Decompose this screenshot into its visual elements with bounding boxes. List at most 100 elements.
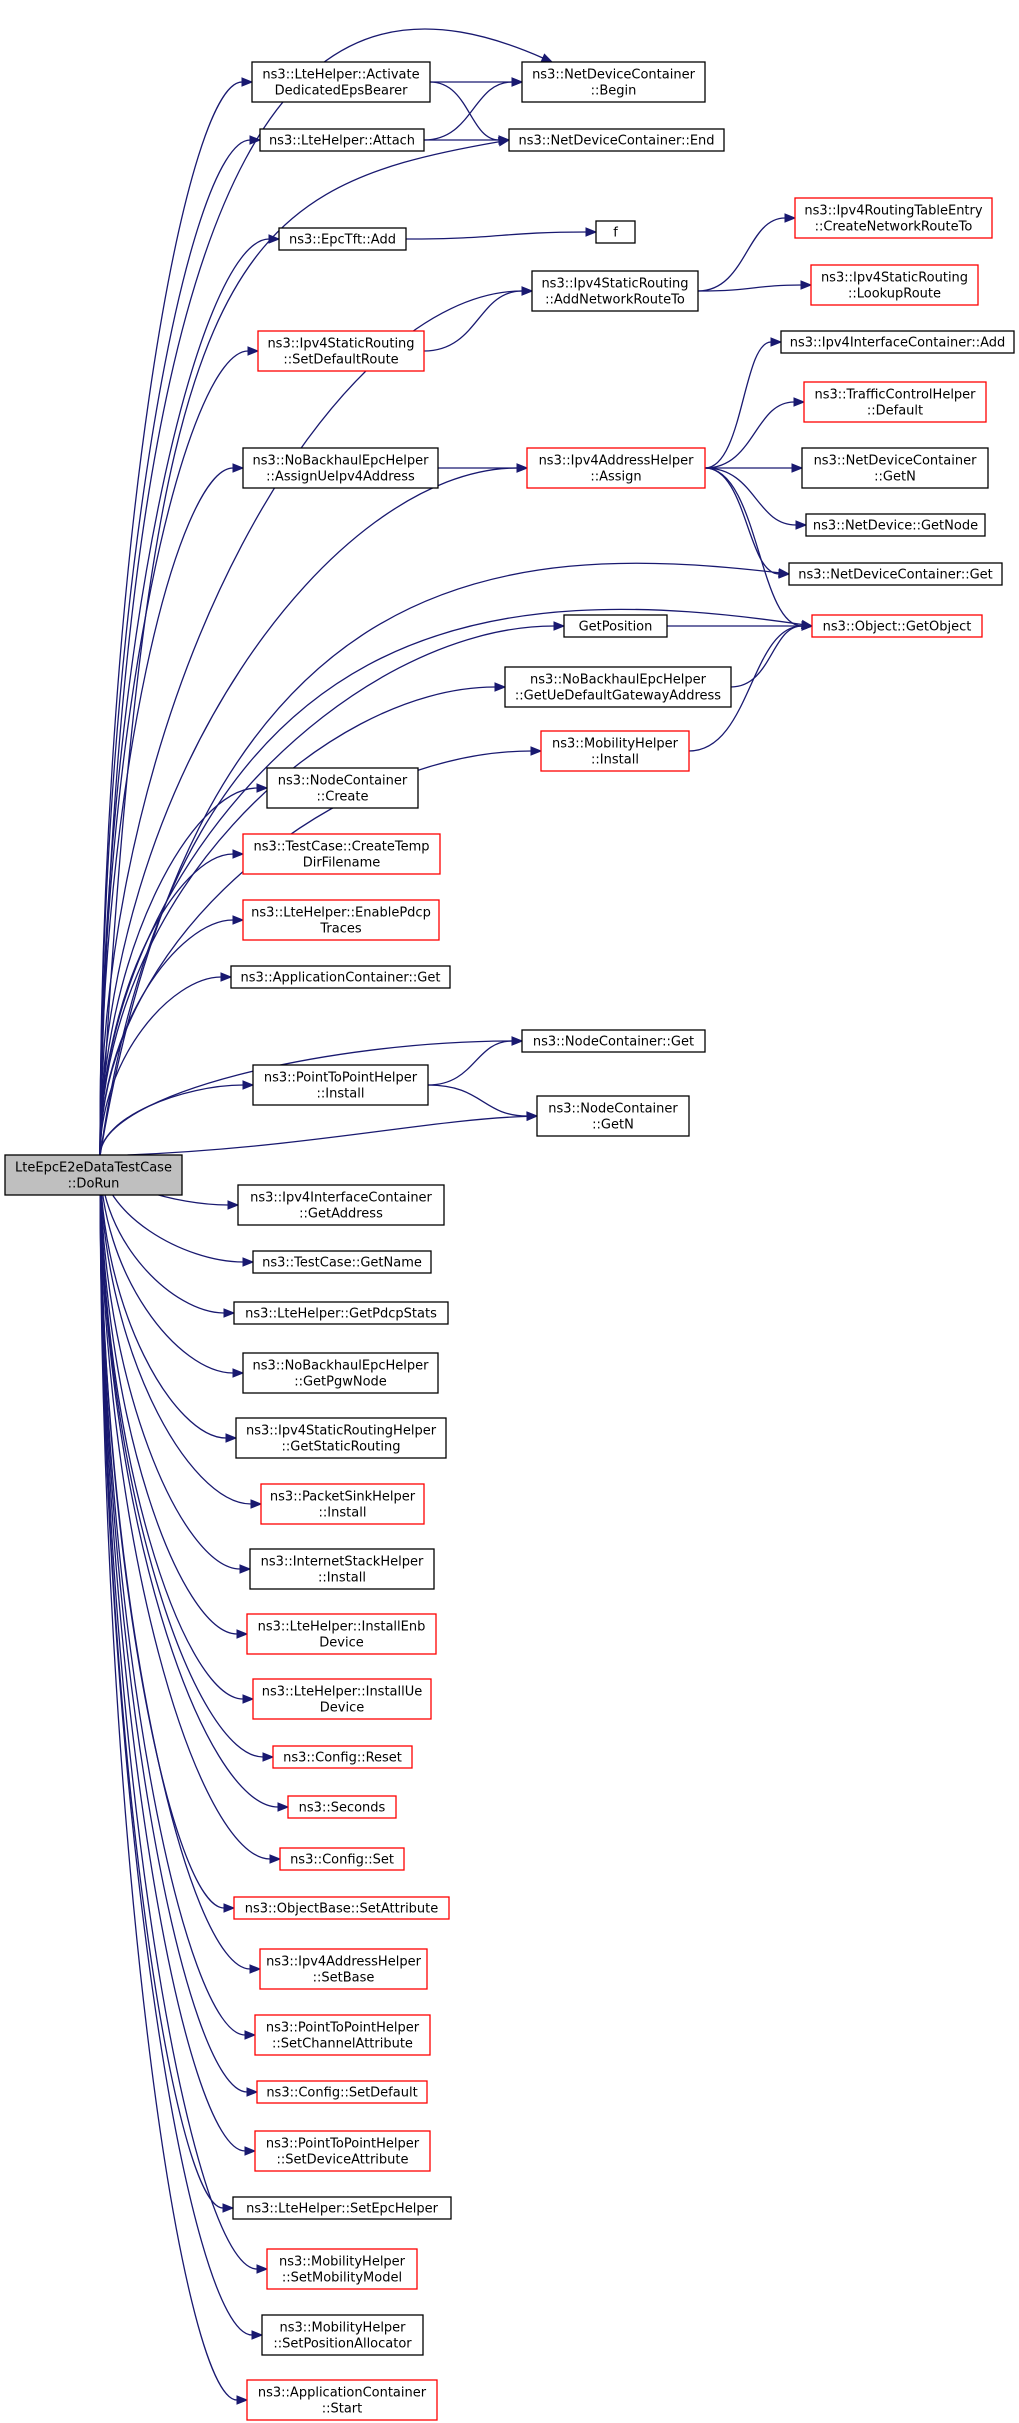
node-n-isr-add[interactable]: ns3::Ipv4StaticRouting::AddNetworkRouteT… [531, 270, 699, 312]
node-label: ns3::LteHelper::Attach [269, 134, 415, 149]
node-label: DirFilename [303, 856, 381, 871]
node-box [254, 2130, 431, 2172]
node-n-psh-install[interactable]: ns3::PacketSinkHelper::Install [260, 1483, 425, 1525]
node-n-attach[interactable]: ns3::LteHelper::Attach [259, 128, 425, 152]
node-label: ::GetStaticRouting [282, 1440, 401, 1455]
node-box [246, 2379, 438, 2421]
node-n-obj-getobject[interactable]: ns3::Object::GetObject [811, 614, 983, 638]
node-box [810, 264, 979, 306]
node-n-seconds[interactable]: ns3::Seconds [287, 1795, 397, 1819]
edge-root-n_ish_install [99, 1155, 252, 1574]
edge-root-n_p2p_dev [99, 1155, 257, 2156]
node-n-ob-setattr[interactable]: ns3::ObjectBase::SetAttribute [233, 1896, 450, 1920]
node-label: ::Install [318, 1571, 366, 1586]
node-n-nc-get[interactable]: ns3::NodeContainer::Get [521, 1029, 706, 1053]
node-n-epctft-add[interactable]: ns3::EpcTft::Add [278, 227, 407, 251]
edge-gw-getobject [730, 621, 814, 688]
node-box [233, 1301, 449, 1325]
node-n-isr-lookup[interactable]: ns3::Ipv4StaticRouting::LookupRoute [810, 264, 979, 306]
node-label: DedicatedEpsBearer [275, 84, 409, 99]
node-n-iah-assign[interactable]: ns3::Ipv4AddressHelper::Assign [526, 447, 706, 489]
node-label: Device [320, 1701, 364, 1716]
edge-root-n_ac_get [99, 972, 233, 1157]
node-n-isr-default[interactable]: ns3::Ipv4StaticRouting::SetDefaultRoute [257, 330, 425, 372]
node-n-nc-create[interactable]: ns3::NodeContainer::Create [266, 767, 419, 809]
node-n-iic-add[interactable]: ns3::Ipv4InterfaceContainer::Add [780, 330, 1015, 354]
node-n-ac-start[interactable]: ns3::ApplicationContainer::Start [246, 2379, 438, 2421]
node-n-ndc-get[interactable]: ns3::NetDeviceContainer::Get [788, 562, 1003, 586]
edge-assign-getobject [704, 467, 814, 631]
node-n-p2p-install[interactable]: ns3::PointToPointHelper::Install [252, 1064, 429, 1106]
node-box [232, 2196, 452, 2220]
node-n-lh-pdcpstats[interactable]: ns3::LteHelper::GetPdcpStats [233, 1301, 449, 1325]
node-label: ::Assign [590, 470, 641, 485]
node-label: ns3::ApplicationContainer [258, 2386, 427, 2401]
node-n-f[interactable]: f [595, 220, 636, 244]
node-n-ish-install[interactable]: ns3::InternetStackHelper::Install [249, 1548, 435, 1590]
node-n-rte-create[interactable]: ns3::Ipv4RoutingTableEntry::CreateNetwor… [794, 197, 993, 239]
edge-epctft-f [405, 227, 598, 240]
node-n-nbeh-pgw[interactable]: ns3::NoBackhaulEpcHelper::GetPgwNode [242, 1352, 439, 1394]
node-n-ndc-begin[interactable]: ns3::NetDeviceContainer::Begin [521, 61, 706, 103]
node-n-nd-getnode[interactable]: ns3::NetDevice::GetNode [805, 513, 986, 537]
node-box [259, 128, 425, 152]
node-n-activate[interactable]: ns3::LteHelper::ActivateDedicatedEpsBear… [251, 61, 431, 103]
node-n-getposition[interactable]: GetPosition [563, 614, 668, 638]
node-label: ns3::NetDeviceContainer::Get [798, 568, 993, 583]
node-label: ns3::Object::GetObject [823, 620, 972, 635]
node-box [252, 1678, 432, 1720]
node-label: ns3::TestCase::CreateTemp [253, 840, 429, 855]
edge-root-n_p2p_chan [99, 1155, 257, 2040]
node-n-ndc-end[interactable]: ns3::NetDeviceContainer::End [508, 128, 725, 152]
node-label: ns3::MobilityHelper [279, 2321, 406, 2336]
node-box [287, 1795, 397, 1819]
node-n-cfg-reset[interactable]: ns3::Config::Reset [272, 1745, 413, 1769]
node-root[interactable]: LteEpcE2eDataTestCase::DoRun [4, 1154, 183, 1196]
node-n-cfg-setdefault[interactable]: ns3::Config::SetDefault [256, 2080, 428, 2104]
node-label: ::SetPositionAllocator [273, 2337, 412, 2352]
node-n-tch-default[interactable]: ns3::TrafficControlHelper::Default [803, 381, 987, 423]
node-box [595, 220, 636, 244]
node-n-ac-get[interactable]: ns3::ApplicationContainer::Get [230, 965, 451, 989]
edge-root-n_getposition [99, 621, 566, 1157]
node-n-iah-setbase[interactable]: ns3::Ipv4AddressHelper::SetBase [259, 1948, 428, 1990]
node-n-iic-getaddr[interactable]: ns3::Ipv4InterfaceContainer::GetAddress [237, 1184, 445, 1226]
node-box [508, 128, 725, 152]
edge-p2p-ncgetn [427, 1084, 539, 1121]
node-label: ::GetUeDefaultGatewayAddress [515, 689, 721, 704]
node-label: ns3::NodeContainer [548, 1102, 678, 1117]
node-n-lh-setepc[interactable]: ns3::LteHelper::SetEpcHelper [232, 2196, 452, 2220]
node-box [230, 965, 451, 989]
node-label: ::SetChannelAttribute [272, 2037, 413, 2052]
node-label: ns3::PointToPointHelper [266, 2137, 420, 2152]
edge-root-n_mh_setmodel [99, 1155, 269, 2274]
node-label: ns3::LteHelper::InstallUe [262, 1685, 423, 1700]
edge-root-n_nc_getn [99, 1111, 539, 1157]
node-box [235, 1417, 447, 1459]
node-label: ns3::NetDeviceContainer [532, 68, 696, 83]
node-n-isrh-get[interactable]: ns3::Ipv4StaticRoutingHelper::GetStaticR… [235, 1417, 447, 1459]
node-n-mh-setmodel[interactable]: ns3::MobilityHelper::SetMobilityModel [266, 2248, 418, 2290]
node-n-cfg-set[interactable]: ns3::Config::Set [279, 1847, 405, 1871]
node-n-nc-getn[interactable]: ns3::NodeContainer::GetN [536, 1095, 690, 1137]
edge-p2p-ncget [427, 1036, 524, 1086]
node-label: ::GetPgwNode [294, 1375, 387, 1390]
node-n-mh-install[interactable]: ns3::MobilityHelper::Install [540, 730, 690, 772]
node-label: ns3::Config::Reset [283, 1751, 402, 1766]
node-n-mh-setpos[interactable]: ns3::MobilityHelper::SetPositionAllocato… [261, 2314, 424, 2356]
node-n-ndc-getn[interactable]: ns3::NetDeviceContainer::GetN [801, 447, 989, 489]
node-box [4, 1154, 183, 1196]
node-n-nbeh-gw[interactable]: ns3::NoBackhaulEpcHelper::GetUeDefaultGa… [504, 666, 732, 708]
node-n-p2p-chan[interactable]: ns3::PointToPointHelper::SetChannelAttri… [254, 2014, 431, 2056]
node-n-p2p-dev[interactable]: ns3::PointToPointHelper::SetDeviceAttrib… [254, 2130, 431, 2172]
node-label: ns3::MobilityHelper [552, 737, 679, 752]
node-label: ns3::EpcTft::Add [289, 233, 396, 248]
node-n-tc-getname[interactable]: ns3::TestCase::GetName [252, 1250, 432, 1274]
node-n-nbeh-assign[interactable]: ns3::NoBackhaulEpcHelper::AssignUeIpv4Ad… [242, 447, 439, 489]
node-box [254, 2014, 431, 2056]
node-box [278, 227, 407, 251]
